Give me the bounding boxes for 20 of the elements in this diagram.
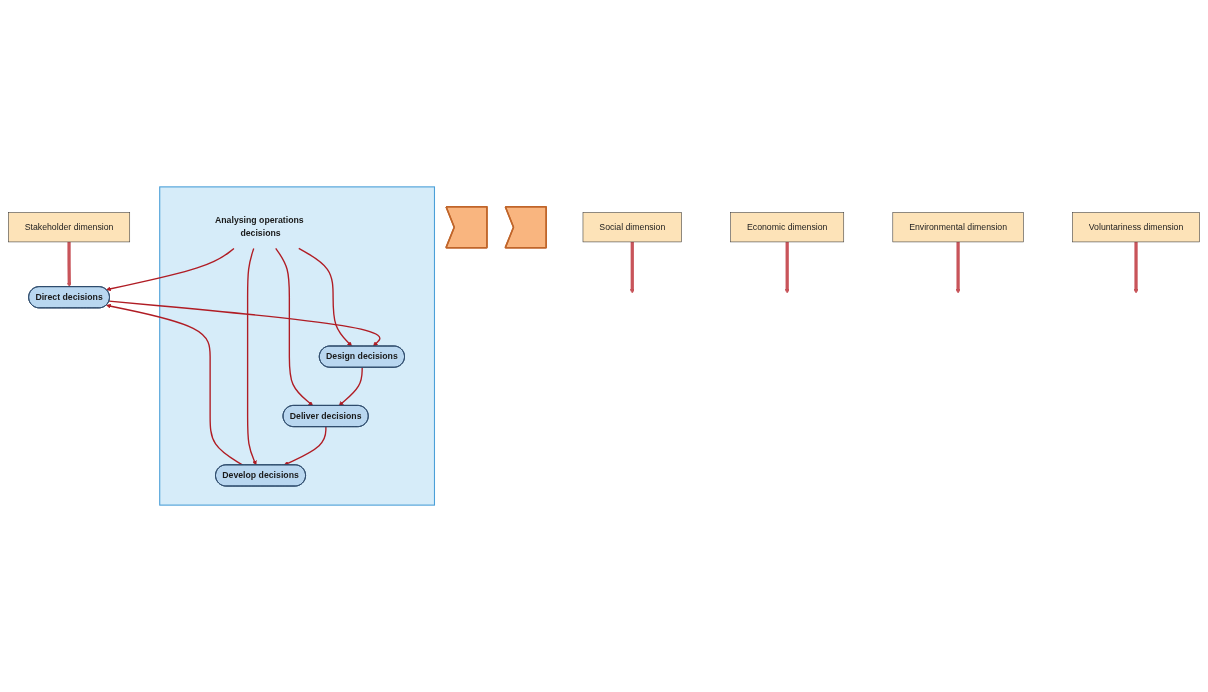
arrow	[106, 303, 244, 466]
arrow	[784, 241, 790, 294]
node-box: Stakeholder dimension	[8, 212, 130, 243]
arrow	[66, 241, 72, 288]
arrow	[1133, 241, 1139, 294]
node-box: Social dimension	[582, 212, 682, 243]
arrow	[283, 426, 327, 466]
cluster	[159, 186, 436, 506]
arrow	[338, 366, 363, 406]
arrow	[246, 247, 257, 466]
arrow	[108, 300, 381, 347]
arrow	[275, 247, 314, 406]
node-box: Environmental dimension	[892, 212, 1024, 243]
node-box: Economic dimension	[730, 212, 845, 243]
arrow	[629, 241, 635, 294]
node-text: Analysing operations decisions	[214, 215, 304, 239]
arrow	[955, 241, 961, 294]
node-box: Voluntariness dimension	[1072, 212, 1200, 243]
arrow	[106, 247, 235, 292]
arrow	[298, 247, 353, 347]
